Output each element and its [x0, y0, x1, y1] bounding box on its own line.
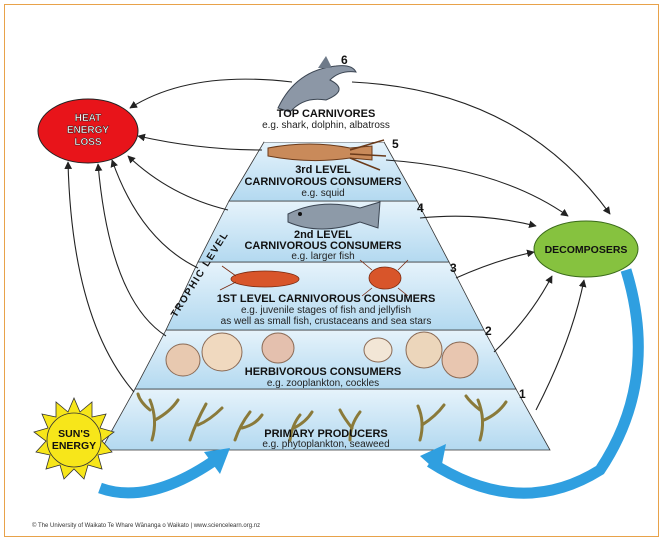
dolphin-illustration [277, 56, 357, 113]
arrow-level1-to-decomposers [535, 279, 587, 411]
arrow-level5-to-decomposers [385, 159, 569, 217]
heat-loss-line1: HEAT [75, 113, 101, 124]
arrow-level4-to-heat [127, 155, 229, 211]
decomposers-ellipse [533, 220, 639, 278]
arrow-level3-to-decomposers [455, 249, 535, 279]
level-2-number: 2 [485, 324, 492, 338]
seaweed-illustration [136, 392, 508, 442]
fish-illustration [287, 201, 381, 230]
level-4-title-line2: CARNIVOROUS CONSUMERS [244, 240, 401, 252]
level-6-title: TOP CARNIVORES [277, 108, 376, 120]
level-1-subtitle: e.g. phytoplankton, seaweed [262, 439, 389, 450]
level-4-title-line1: 2nd LEVEL [294, 229, 352, 241]
credit-text: © The University of Waikato Te Whare Wān… [32, 523, 261, 529]
decomposers-label: DECOMPOSERS [545, 244, 628, 256]
heat-loss-ellipse [37, 98, 139, 164]
pyramid [100, 90, 551, 451]
level-1-title: PRIMARY PRODUCERS [264, 428, 387, 440]
level-2-subtitle: e.g. zooplankton, cockles [267, 378, 379, 389]
sun-label-line2: ENERGY [52, 440, 96, 452]
level-3-title: 1ST LEVEL CARNIVOROUS CONSUMERS [217, 293, 436, 305]
sun-icon [33, 396, 115, 480]
level-3-number: 3 [450, 261, 457, 275]
arrow-level5-to-heat [137, 133, 263, 151]
level-3-subtitle-line1: e.g. juvenile stages of fish and jellyfi… [241, 305, 411, 316]
level-2-title: HERBIVOROUS CONSUMERS [245, 366, 401, 378]
nutrient-cycle-arrows [98, 268, 644, 499]
arrow-level2-to-decomposers [493, 275, 553, 353]
level-5-title-line2: CARNIVOROUS CONSUMERS [244, 176, 401, 188]
arrow-level3-to-heat [110, 159, 199, 269]
level-3-subtitle-line2: as well as small fish, crustaceans and s… [221, 316, 432, 327]
level-4-number: 4 [417, 201, 424, 215]
cockles-illustration [165, 331, 479, 379]
squid-illustration [267, 139, 387, 171]
level-5-subtitle: e.g. squid [301, 188, 344, 199]
level-5-number: 5 [392, 137, 399, 151]
arrow-decomposers-to-producers [427, 268, 644, 499]
level-1-number: 1 [519, 387, 526, 401]
arrow-sun-to-producers [98, 453, 222, 499]
arrow-level6-to-decomposers [351, 81, 611, 215]
arrow-level4-to-decomposers [419, 215, 537, 229]
diagram-frame [4, 4, 659, 537]
heat-loss-line3: LOSS [74, 137, 102, 148]
level-6-number: 6 [341, 53, 348, 67]
arrow-level6-to-heat [129, 78, 293, 109]
heat-loss-arrows [64, 78, 293, 393]
level-4-subtitle: e.g. larger fish [291, 251, 354, 262]
level-5-title-line1: 3rd LEVEL [295, 164, 351, 176]
arrow-level2-to-heat [94, 163, 167, 337]
crustaceans-illustration [219, 259, 409, 297]
level-6-subtitle: e.g. shark, dolphin, albatross [262, 120, 390, 131]
heat-loss-line2: ENERGY [67, 125, 110, 136]
sun-label-line1: SUN'S [58, 428, 90, 440]
arrow-level1-to-heat [64, 161, 135, 393]
decomposer-arrows [351, 81, 611, 411]
